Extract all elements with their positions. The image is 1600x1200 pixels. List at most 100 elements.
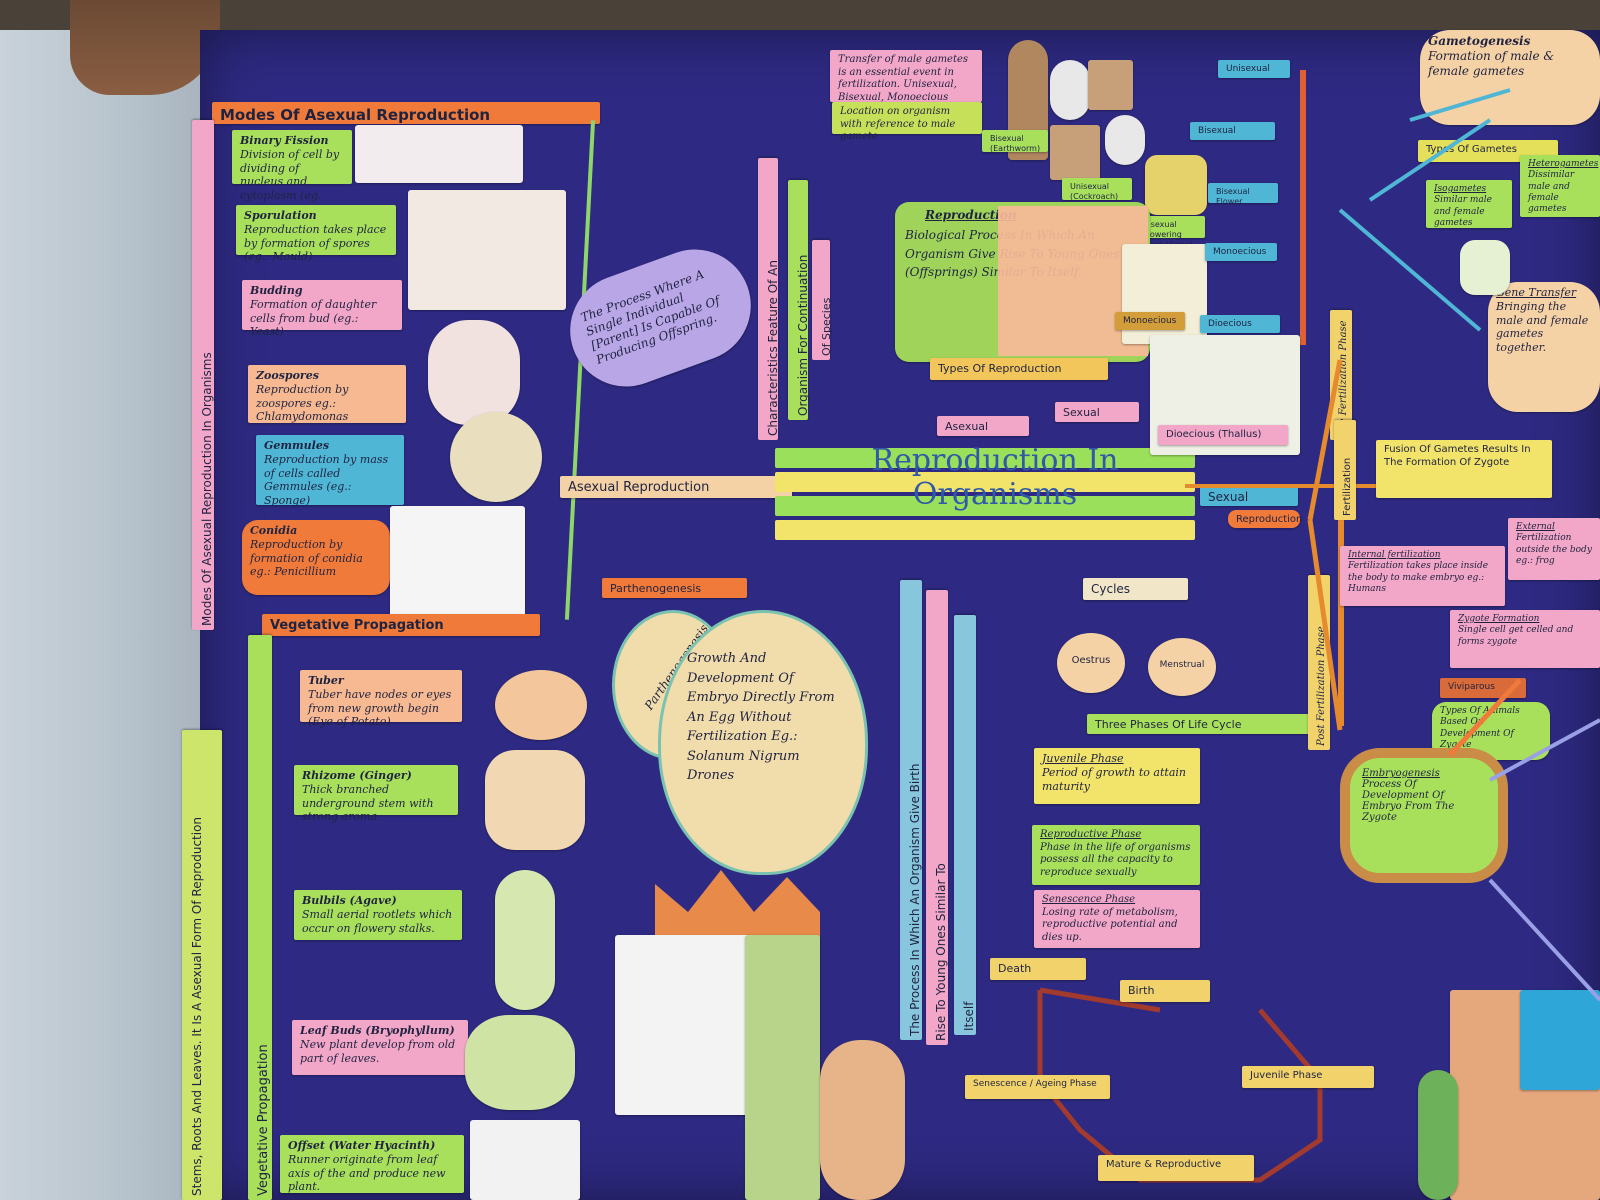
conidia-illustration bbox=[390, 506, 525, 618]
ladder-item-5: Dioecious bbox=[1200, 315, 1280, 333]
veg-bulbils: Bulbils (Agave) Small aerial rootlets wh… bbox=[294, 890, 462, 940]
gamete-illustration bbox=[1460, 240, 1510, 295]
zygote-desc: Single cell get celled and forms zygote bbox=[1458, 625, 1574, 647]
isogametes-desc: Similar male and female gametes bbox=[1434, 195, 1492, 228]
loop-mature: Mature & Reproductive bbox=[1098, 1155, 1254, 1181]
reproduction-header: Reproduction bbox=[925, 208, 1017, 222]
veg-tuber: Tuber Tuber have nodes or eyes from new … bbox=[300, 670, 462, 728]
gemmule-illustration bbox=[450, 412, 542, 502]
mode-name: Sporulation bbox=[244, 209, 317, 222]
vegetative-side-label: Vegetative Propagation bbox=[248, 635, 272, 1200]
sexual-branch-sub: Reproduction bbox=[1228, 510, 1302, 528]
asexual-branch-label: Asexual Reproduction bbox=[560, 476, 792, 498]
poster-board: Modes Of Asexual Reproduction Modes Of A… bbox=[182, 30, 1600, 1200]
vegetative-left-strip: Stems, Roots And Leaves. It Is A Asexual… bbox=[182, 730, 222, 1200]
insect-illustration bbox=[1105, 115, 1145, 165]
mode-zoospores: Zoospores Reproduction by zoospores eg.:… bbox=[248, 365, 406, 423]
gametogenesis-desc: Formation of male & female gametes bbox=[1428, 49, 1555, 78]
veg-name: Tuber bbox=[308, 674, 344, 687]
flower-illustration-3 bbox=[1145, 155, 1207, 215]
definition-vertical-1: The Process In Which An Organism Give Bi… bbox=[900, 580, 922, 1040]
potato-illustration bbox=[495, 670, 587, 740]
mode-conidia: Conidia Reproduction by formation of con… bbox=[242, 520, 390, 595]
right-trunk-line bbox=[1338, 516, 1344, 726]
sexual-branch-label: Sexual bbox=[1200, 486, 1298, 506]
phase-desc: Period of growth to attain maturity bbox=[1042, 765, 1186, 793]
zygote-title: Zygote Formation bbox=[1458, 614, 1540, 624]
flower-illustration-1 bbox=[1088, 60, 1133, 110]
ladder-item-2: Bisexual bbox=[1190, 122, 1275, 140]
cockroach-illustration bbox=[1050, 60, 1090, 120]
top-note-2: Location on organism with reference to m… bbox=[832, 102, 982, 142]
isogametes-title: Isogametes bbox=[1434, 184, 1487, 194]
phase-name: Reproductive Phase bbox=[1040, 829, 1142, 840]
flower-illustration-2 bbox=[1050, 125, 1100, 180]
poster-title-line-2: Organisms bbox=[912, 477, 1078, 512]
crown-decoration bbox=[655, 870, 820, 940]
embryogenesis-desc: Process Of Development Of Embryo From Th… bbox=[1362, 779, 1455, 823]
offset-illustration bbox=[470, 1120, 580, 1200]
heterogametes-card: Heterogametes Dissimilar male and female… bbox=[1520, 155, 1600, 217]
embryogenesis-title: Embryogenesis bbox=[1362, 768, 1440, 779]
veg-name: Leaf Buds (Bryophyllum) bbox=[300, 1024, 455, 1037]
agave-illustration bbox=[495, 870, 555, 1010]
veg-desc: New plant develop from old part of leave… bbox=[300, 1037, 456, 1065]
vegetative-header: Vegetative Propagation bbox=[262, 614, 540, 636]
isogametes-card: Isogametes Similar male and female gamet… bbox=[1426, 180, 1512, 228]
cycles-label: Cycles bbox=[1083, 578, 1188, 600]
type-sexual-label: Sexual bbox=[1055, 402, 1139, 422]
veg-leaf-buds: Leaf Buds (Bryophyllum) New plant develo… bbox=[292, 1020, 468, 1075]
top-note-1: Transfer of male gametes is an essential… bbox=[830, 50, 982, 103]
phase-senescence: Senescence Phase Losing rate of metaboli… bbox=[1034, 890, 1200, 948]
gene-transfer-card: Gene Transfer Bringing the male and fema… bbox=[1488, 282, 1600, 412]
heterogametes-title: Heterogametes bbox=[1528, 159, 1599, 169]
mode-desc: Formation of daughter cells from bud (eg… bbox=[250, 297, 377, 339]
veg-name: Bulbils (Agave) bbox=[302, 894, 397, 907]
loop-juvenile: Juvenile Phase bbox=[1242, 1066, 1374, 1088]
embryogenesis-card: Embryogenesis Process Of Development Of … bbox=[1340, 748, 1508, 883]
phase-desc: Phase in the life of organisms possess a… bbox=[1040, 841, 1191, 878]
zygote-formation-card: Zygote Formation Single cell get celled … bbox=[1450, 610, 1600, 668]
binary-fission-illustration bbox=[355, 125, 523, 183]
parthenogenesis-leaf-main: Growth And Development Of Embryo Directl… bbox=[658, 610, 868, 875]
veg-desc: Thick branched underground stem with str… bbox=[302, 782, 434, 824]
internal-title: Internal fertilization bbox=[1348, 550, 1441, 560]
poster-title-line-1: Reproduction In bbox=[871, 443, 1119, 478]
title-band-2 bbox=[775, 472, 1195, 492]
ginger-illustration bbox=[485, 750, 585, 850]
loop-death: Death bbox=[990, 958, 1086, 980]
label-bisexual-earthworm: Bisexual (Earthworm) bbox=[982, 130, 1048, 153]
modes-side-label: Modes Of Asexual Reproduction In Organis… bbox=[192, 120, 214, 630]
gene-transfer-desc: Bringing the male and female gametes tog… bbox=[1496, 299, 1589, 354]
veg-offset: Offset (Water Hyacinth) Runner originate… bbox=[280, 1135, 464, 1193]
veg-desc: Small aerial rootlets which occur on flo… bbox=[302, 907, 453, 935]
definition-vertical-2: Rise To Young Ones Similar To bbox=[926, 590, 948, 1045]
characteristics-strip-1: Characteristics Feature Of An bbox=[758, 158, 780, 440]
ladder-item-3: Bisexual Flower bbox=[1208, 183, 1278, 206]
loop-senescence: Senescence / Ageing Phase bbox=[965, 1075, 1110, 1099]
life-cycle-label: Three Phases Of Life Cycle bbox=[1087, 714, 1313, 734]
types-of-reproduction-label: Types Of Reproduction bbox=[930, 358, 1108, 380]
right-connectors bbox=[1307, 88, 1600, 1002]
external-desc: Fertilization outside the body eg.: frog bbox=[1516, 533, 1592, 566]
ladder-rail bbox=[1300, 70, 1306, 345]
gametogenesis-title: Gametogenesis bbox=[1428, 34, 1531, 48]
loop-birth: Birth bbox=[1120, 980, 1210, 1002]
cycle-menstrual: Menstrual bbox=[1148, 638, 1216, 696]
internal-desc: Fertilization takes place inside the bod… bbox=[1348, 561, 1489, 594]
internal-fertilization-card: Internal fertilization Fertilization tak… bbox=[1340, 546, 1505, 606]
poster-title: Reproduction In Organisms bbox=[795, 444, 1195, 512]
phase-name: Juvenile Phase bbox=[1042, 752, 1124, 765]
mode-budding: Budding Formation of daughter cells from… bbox=[242, 280, 402, 338]
sexual-connector bbox=[1185, 484, 1440, 488]
stem-illustration bbox=[745, 935, 820, 1200]
gene-transfer-title: Gene Transfer bbox=[1496, 286, 1577, 299]
external-title: External bbox=[1516, 522, 1555, 532]
ladder-item-4: Monoecious bbox=[1205, 243, 1277, 261]
parthenogenesis-label: Parthenogenesis bbox=[602, 578, 747, 598]
fertilization-desc: Fusion Of Gametes Results In The Formati… bbox=[1376, 440, 1552, 498]
mode-desc: Reproduction by formation of conidia eg.… bbox=[250, 537, 363, 579]
sweet-potato-illustration bbox=[820, 1040, 905, 1200]
external-fertilization-card: External Fertilization outside the body … bbox=[1508, 518, 1600, 580]
phase-desc: Losing rate of metabolism, reproductive … bbox=[1042, 906, 1178, 943]
